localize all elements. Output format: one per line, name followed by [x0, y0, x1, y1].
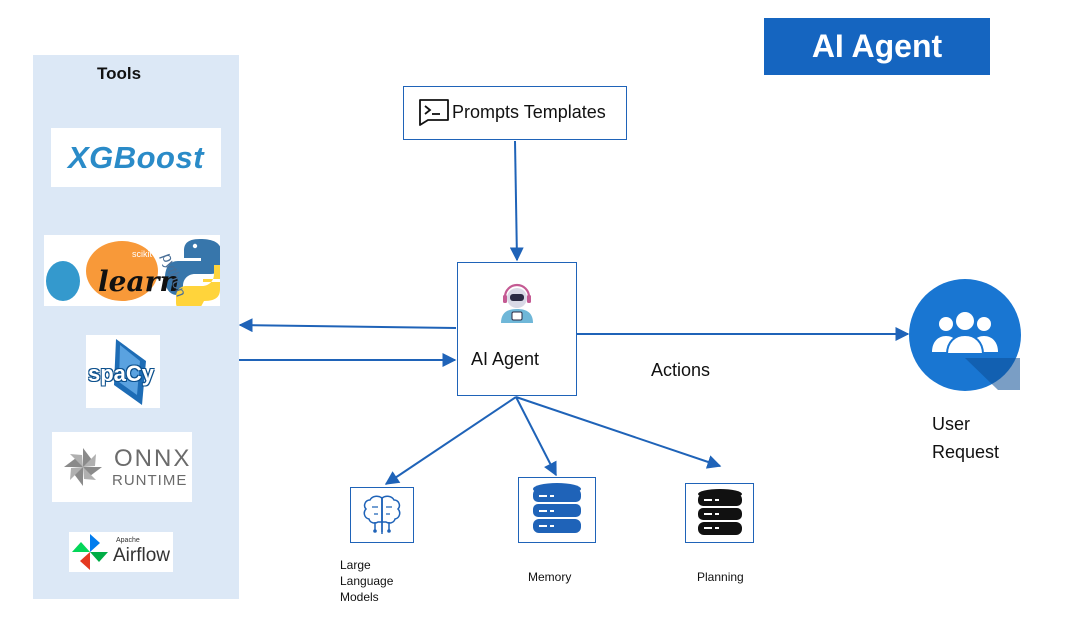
airflow-wordmark: Airflow	[113, 545, 171, 566]
arrow-agent-to-tools	[238, 318, 457, 333]
planning-label: Planning	[697, 570, 744, 584]
planning-database-icon	[698, 489, 742, 535]
support-agent-icon	[501, 283, 533, 323]
user-request-label: User Request	[932, 410, 1022, 466]
onnx-runtime-wordmark: RUNTIME	[112, 472, 188, 489]
sklearn-python-logo: scikit learn python	[44, 235, 220, 306]
page-title: AI Agent	[764, 18, 990, 75]
onnx-pinwheel-icon	[64, 448, 102, 486]
xgboost-wordmark: XGBoost	[67, 140, 205, 175]
tools-heading: Tools	[96, 64, 142, 83]
llm-label-line-1: Large	[340, 558, 371, 572]
user-request-line-1: User	[932, 414, 971, 434]
airflow-pinwheel-icon	[72, 534, 108, 570]
airflow-logo: Apache Airflow	[69, 532, 173, 572]
llm-label-line-2: Language	[340, 574, 394, 588]
arrow-agent-to-memory	[515, 396, 557, 477]
arrow-prompts-to-agent	[509, 140, 524, 262]
user-request-line-2: Request	[932, 442, 1000, 462]
brain-circuit-icon	[363, 495, 401, 534]
arrow-agent-to-planning	[515, 396, 722, 469]
sklearn-small-text: scikit	[132, 249, 152, 259]
airflow-small-text: Apache	[116, 537, 140, 544]
prompts-templates-label: Prompts Templates	[452, 102, 606, 122]
prompts-templates-box	[403, 86, 627, 140]
onnx-wordmark: ONNX	[114, 445, 192, 472]
terminal-icon	[419, 99, 449, 126]
spacy-wordmark: spaCy	[88, 361, 155, 386]
memory-database-icon	[533, 483, 581, 533]
spacy-logo: spaCy	[86, 335, 160, 408]
users-icon	[909, 279, 1021, 391]
sklearn-python-icon	[46, 239, 220, 306]
actions-label: Actions	[651, 360, 711, 380]
llm-label-line-3: Models	[340, 590, 379, 604]
spacy-icon	[114, 339, 146, 405]
sklearn-wordmark: learn	[98, 265, 180, 298]
ai-agent-label: AI Agent	[471, 349, 540, 369]
xgboost-logo: XGBoost	[51, 128, 221, 187]
llm-label: Large Language Models	[340, 557, 393, 605]
onnx-runtime-logo: ONNX RUNTIME	[52, 432, 192, 502]
memory-label: Memory	[528, 570, 572, 584]
arrow-agent-to-llm	[384, 396, 517, 485]
